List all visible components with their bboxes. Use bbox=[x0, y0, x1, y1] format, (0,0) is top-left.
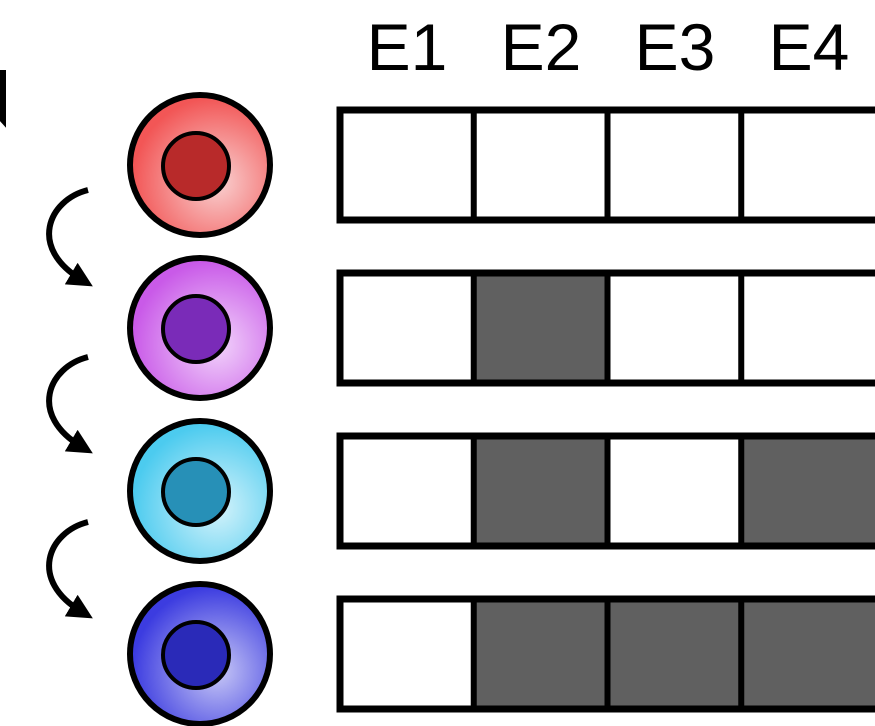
corner-mark bbox=[0, 70, 6, 128]
column-headers: E1 E2 E3 E4 bbox=[340, 12, 875, 82]
column-header-e4: E4 bbox=[768, 10, 850, 84]
cell-cyan-nucleus bbox=[161, 457, 231, 527]
state-cell-r3-e3 bbox=[607, 436, 742, 546]
state-cell-r1-e1 bbox=[340, 110, 474, 220]
state-cell-r2-e3 bbox=[607, 273, 742, 383]
column-header-e3: E3 bbox=[634, 10, 716, 84]
column-header-e1: E1 bbox=[366, 10, 448, 84]
state-bar-outline bbox=[336, 432, 875, 550]
state-cell-r4-e4 bbox=[741, 599, 875, 709]
state-bar-row-2 bbox=[336, 269, 875, 387]
state-cell-r4-e2 bbox=[473, 599, 608, 709]
state-bar-outline bbox=[336, 595, 875, 713]
state-cell-r1-e4 bbox=[741, 110, 875, 220]
arrow-3-to-4 bbox=[46, 519, 93, 619]
cell-red bbox=[127, 92, 273, 238]
state-cell-r2-e4 bbox=[741, 273, 875, 383]
column-header-e2: E2 bbox=[500, 10, 582, 84]
state-cell-r4-e1 bbox=[340, 599, 474, 709]
state-bar-row-1 bbox=[336, 106, 875, 224]
state-bar-row-4 bbox=[336, 595, 875, 713]
arrow-1-to-2 bbox=[46, 187, 93, 287]
state-cell-r2-e1 bbox=[340, 273, 474, 383]
state-cell-r1-e2 bbox=[473, 110, 608, 220]
cell-violet bbox=[127, 255, 273, 401]
cell-blue bbox=[127, 581, 273, 726]
state-cell-r3-e2 bbox=[473, 436, 608, 546]
cell-red-nucleus bbox=[161, 131, 231, 201]
state-cell-r4-e3 bbox=[607, 599, 742, 709]
cell-blue-nucleus bbox=[161, 620, 231, 690]
state-cell-r3-e1 bbox=[340, 436, 474, 546]
state-cell-r3-e4 bbox=[741, 436, 875, 546]
arrow-2-to-3 bbox=[46, 354, 93, 454]
state-cell-r1-e3 bbox=[607, 110, 742, 220]
cell-cyan bbox=[127, 418, 273, 564]
state-bar-outline bbox=[336, 269, 875, 387]
cell-violet-nucleus bbox=[161, 294, 231, 364]
state-cell-r2-e2 bbox=[473, 273, 608, 383]
state-bar-outline bbox=[336, 106, 875, 224]
state-bar-row-3 bbox=[336, 432, 875, 550]
